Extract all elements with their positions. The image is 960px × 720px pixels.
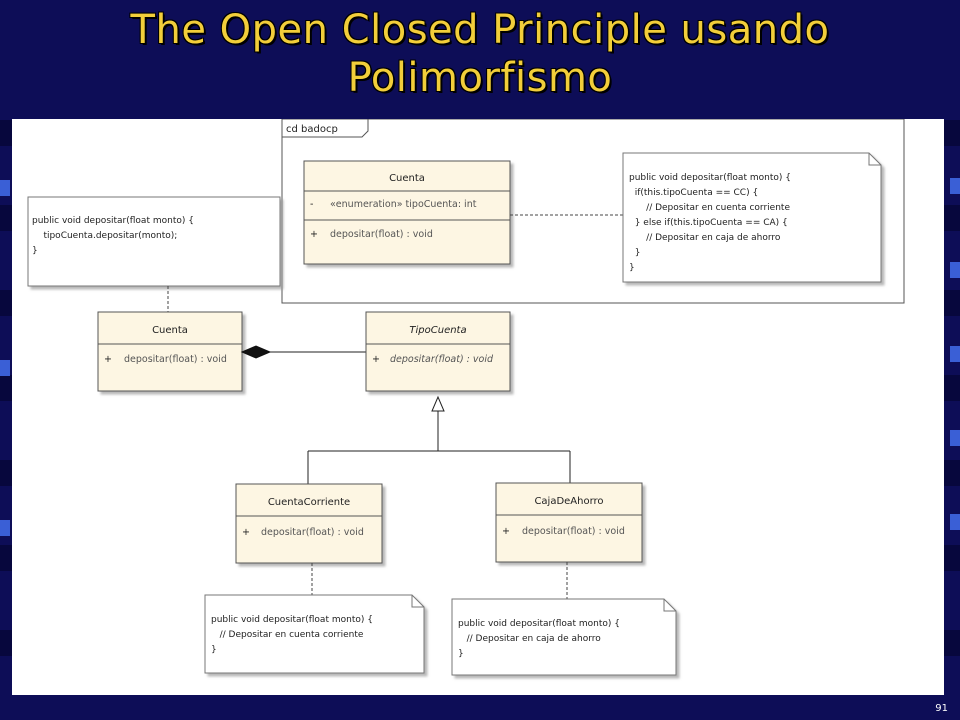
note-caja-de-ahorro-depositar xyxy=(451,598,677,676)
class-cuenta-corriente[interactable] xyxy=(235,483,383,564)
note-line: // Depositar en cuenta corriente xyxy=(211,630,364,640)
class-tipo-cuenta[interactable] xyxy=(365,311,511,392)
slide-title-line-1: The Open Closed Principle usando xyxy=(130,7,830,53)
note-line: } xyxy=(458,649,464,659)
note-cuenta-corriente-depositar xyxy=(204,594,425,674)
class-name: CajaDeAhorro xyxy=(534,496,603,507)
class-name: Cuenta xyxy=(152,325,188,336)
class-caja-de-ahorro[interactable] xyxy=(495,482,643,563)
note-old-depositar xyxy=(622,152,882,283)
note-line: // Depositar en caja de ahorro xyxy=(629,233,781,243)
composition-diamond-icon xyxy=(240,345,272,359)
visibility-public: + xyxy=(310,229,318,240)
note-cuenta-depositar xyxy=(27,196,281,287)
visibility-public: + xyxy=(372,354,380,365)
class-cuenta-old[interactable] xyxy=(303,160,511,265)
page-number: 91 xyxy=(935,703,948,714)
slide-title: The Open Closed Principle usando Polimor… xyxy=(40,6,920,102)
note-line: tipoCuenta.depositar(monto); xyxy=(32,231,177,241)
note-line: } xyxy=(629,248,640,258)
operation-depositar: depositar(float) : void xyxy=(390,354,494,365)
operation-depositar: depositar(float) : void xyxy=(522,526,625,537)
class-cuenta[interactable] xyxy=(97,311,243,392)
note-line: } else if(this.tipoCuenta == CA) { xyxy=(629,218,788,228)
note-line: // Depositar en caja de ahorro xyxy=(458,634,601,644)
slide-title-line-2: Polimorfismo xyxy=(347,55,613,101)
note-line: public void depositar(float monto) { xyxy=(32,216,194,226)
note-line: } xyxy=(32,246,38,256)
note-line: // Depositar en cuenta corriente xyxy=(629,203,790,213)
operation-depositar: depositar(float) : void xyxy=(330,229,433,240)
visibility-public: + xyxy=(242,527,250,538)
operation-depositar: depositar(float) : void xyxy=(124,354,227,365)
uml-diagram-canvas: cd badocp Cuenta - «enumeration» tipoCue… xyxy=(12,119,944,695)
class-name: Cuenta xyxy=(389,173,425,184)
uml-class-diagram: cd badocp Cuenta - «enumeration» tipoCue… xyxy=(27,119,905,676)
note-line: public void depositar(float monto) { xyxy=(629,173,791,183)
visibility-public: + xyxy=(104,354,112,365)
note-line: public void depositar(float monto) { xyxy=(458,619,620,629)
attribute-tipo-cuenta: «enumeration» tipoCuenta: int xyxy=(330,199,477,210)
note-line: if(this.tipoCuenta == CC) { xyxy=(629,188,758,198)
class-name: TipoCuenta xyxy=(409,325,466,336)
visibility-private: - xyxy=(310,199,313,210)
note-line: } xyxy=(211,645,217,655)
operation-depositar: depositar(float) : void xyxy=(261,527,364,538)
class-name: CuentaCorriente xyxy=(268,497,350,508)
frame-label: cd badocp xyxy=(286,124,338,135)
note-line: public void depositar(float monto) { xyxy=(211,615,373,625)
note-line: } xyxy=(629,263,635,273)
visibility-public: + xyxy=(502,526,510,537)
generalization-connector xyxy=(307,395,571,484)
